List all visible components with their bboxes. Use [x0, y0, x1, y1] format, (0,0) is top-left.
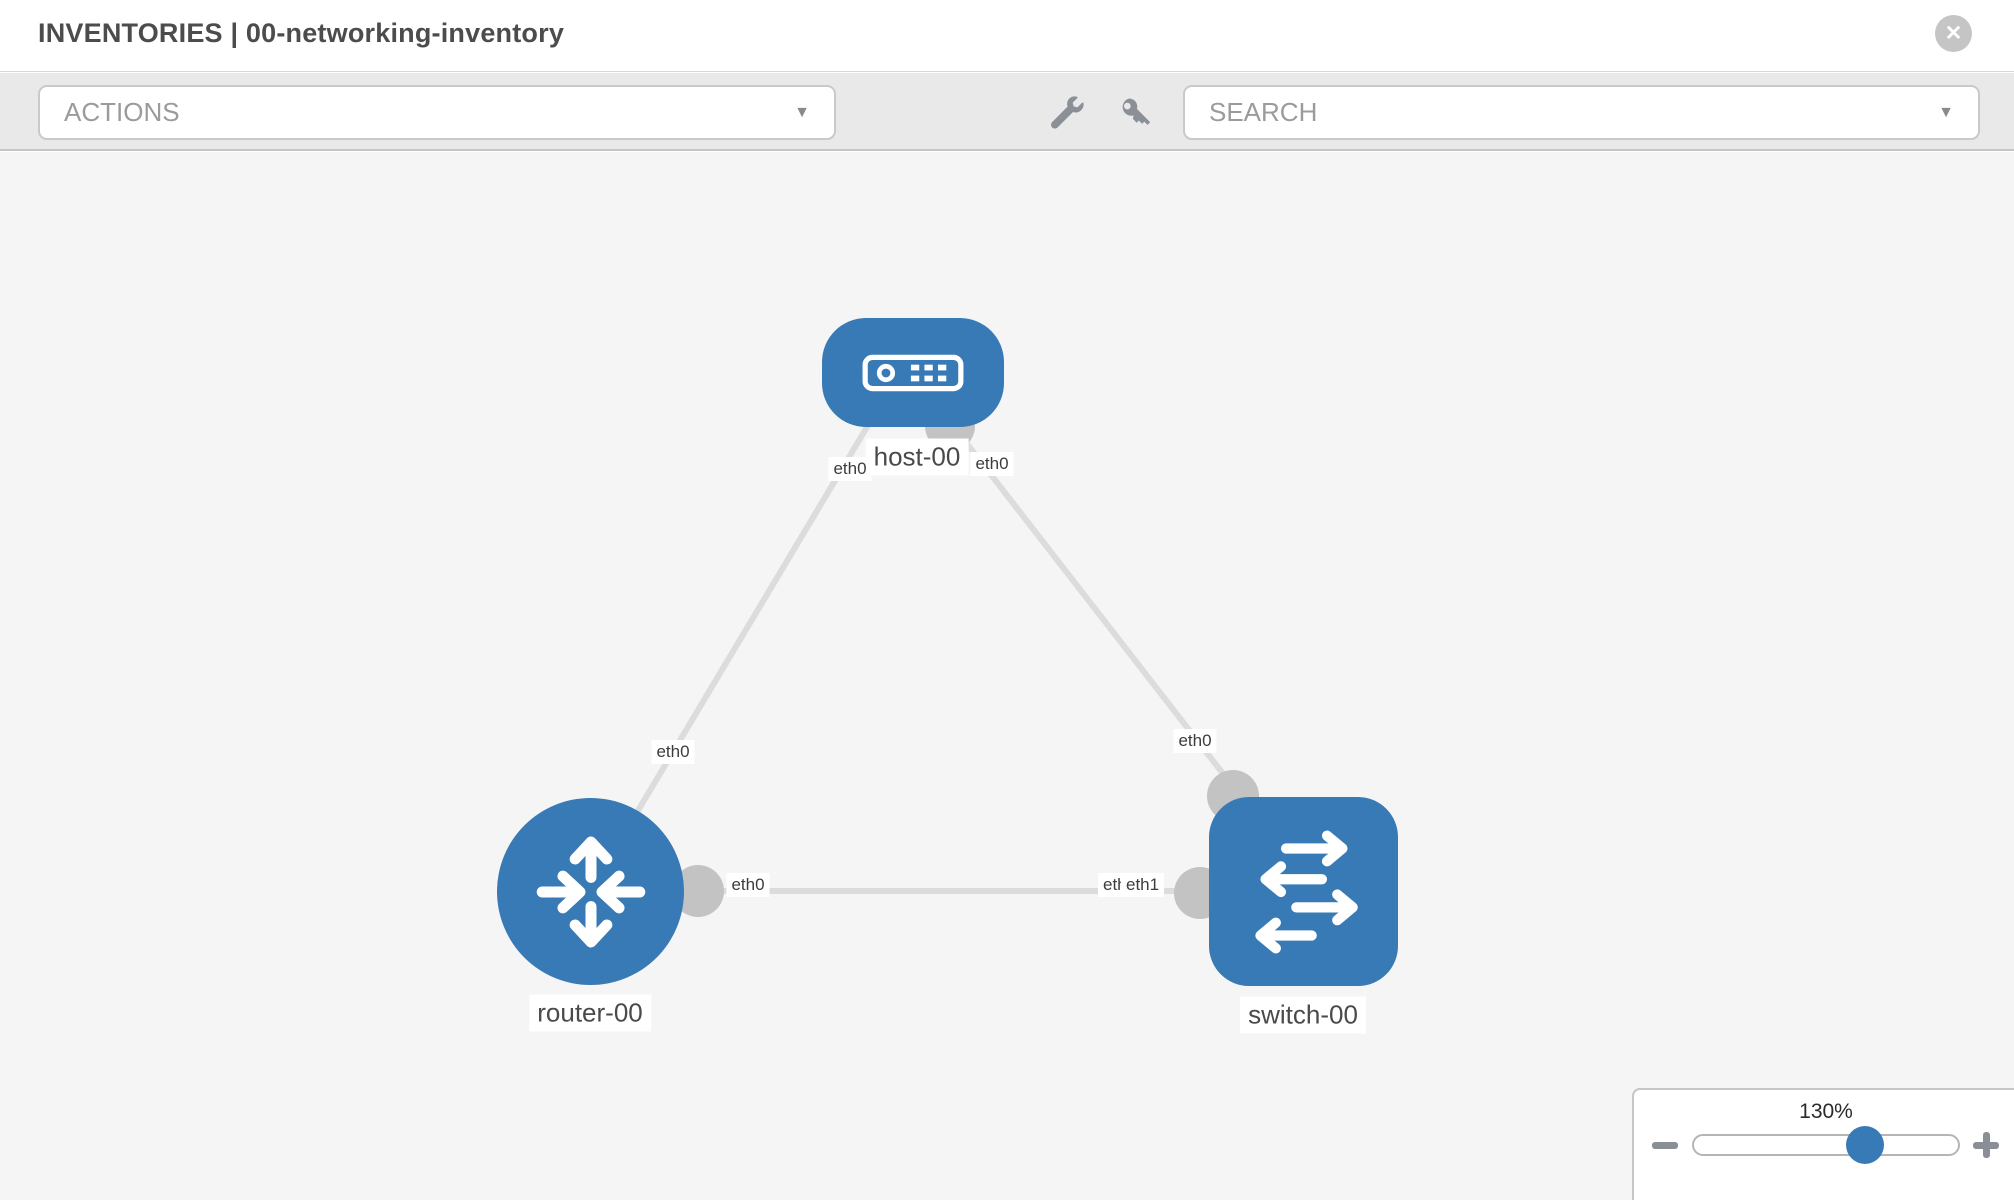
node-host-00[interactable]: [822, 318, 1004, 427]
node-switch-00[interactable]: [1209, 797, 1398, 986]
wrench-icon[interactable]: [1048, 95, 1086, 133]
node-label-router: router-00: [529, 994, 651, 1032]
actions-dropdown[interactable]: ACTIONS ▼: [38, 85, 836, 140]
zoom-control-panel: 130%: [1632, 1088, 2014, 1200]
node-label-switch: switch-00: [1240, 996, 1366, 1034]
switch-icon: [1254, 830, 1358, 953]
zoom-in-button[interactable]: [1971, 1130, 2001, 1160]
iface-label-host-router-hostside: eth0: [828, 457, 872, 481]
search-dropdown[interactable]: SEARCH ▼: [1183, 85, 1980, 140]
chevron-down-icon: ▼: [794, 103, 810, 121]
topology-links-layer: [587, 401, 1259, 919]
iface-label-router-switch-routerside: eth0: [726, 873, 770, 897]
iface-label-host-switch-mid: eth0: [1173, 729, 1217, 753]
zoom-slider-track[interactable]: [1692, 1134, 1960, 1156]
node-label-host: host-00: [865, 438, 969, 476]
search-dropdown-label: SEARCH: [1209, 97, 1318, 127]
close-button[interactable]: ✕: [1935, 15, 1972, 52]
toolbar: ACTIONS ▼ SEARCH ▼: [0, 73, 2014, 151]
window-header: INVENTORIES | 00-networking-inventory ✕: [0, 0, 2014, 72]
router-icon: [536, 835, 645, 948]
actions-dropdown-label: ACTIONS: [64, 97, 180, 127]
chevron-down-icon: ▼: [1938, 103, 1954, 121]
topology-canvas[interactable]: host-00 router-00 switch-00 eth0 eth0 et…: [0, 152, 2014, 1200]
zoom-slider-handle[interactable]: [1846, 1126, 1884, 1164]
zoom-out-button[interactable]: [1650, 1130, 1680, 1160]
iface-label-host-router-mid: eth0: [651, 740, 695, 764]
close-icon: ✕: [1944, 22, 1963, 45]
iface-label-switchside-front: eth1: [1121, 873, 1165, 897]
key-icon[interactable]: [1116, 95, 1154, 133]
server-icon: [862, 354, 964, 391]
iface-label-host-switch-hostside: eth0: [970, 452, 1014, 476]
zoom-level-value: 130%: [1799, 1100, 1853, 1123]
page-title: INVENTORIES | 00-networking-inventory: [38, 18, 565, 48]
node-router-00[interactable]: [497, 798, 684, 985]
